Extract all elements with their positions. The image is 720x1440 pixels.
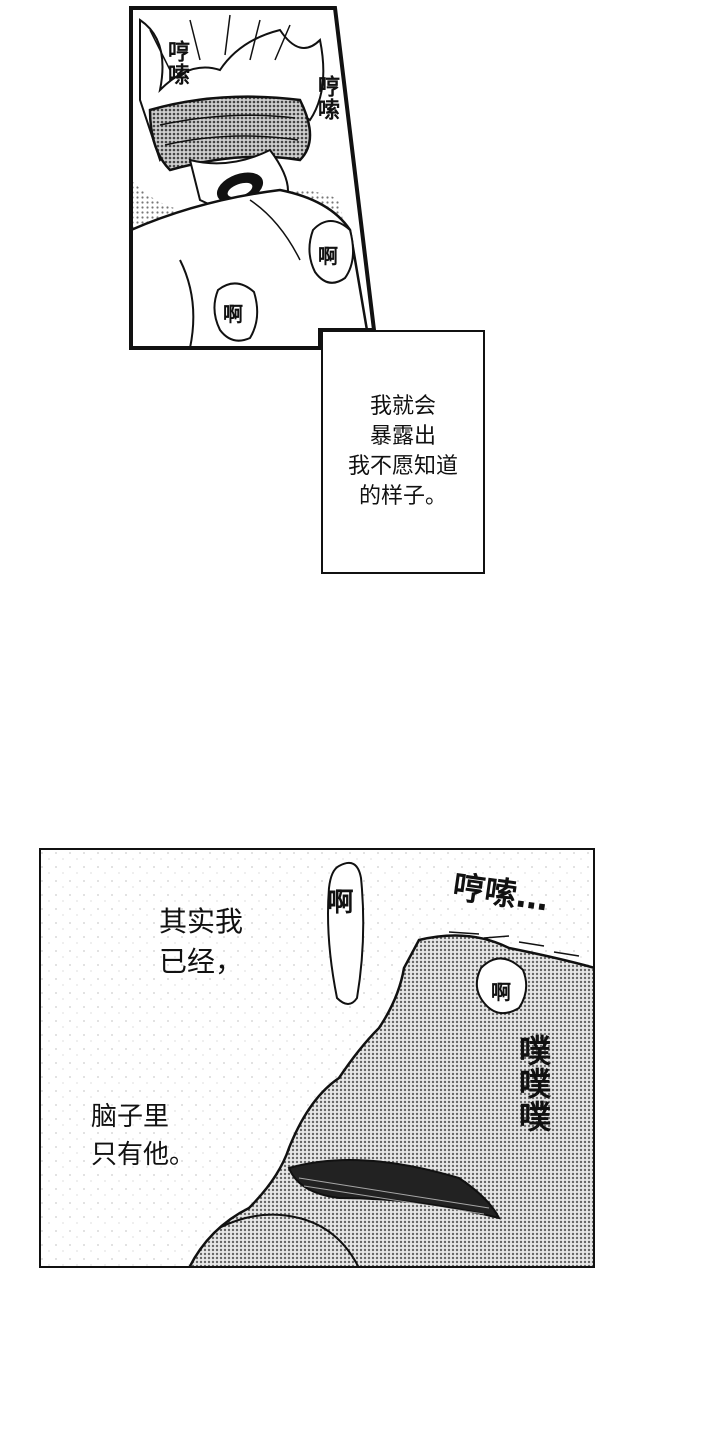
sfx-left: 哼嗦 [164,40,189,86]
sfx-right: 哼嗦 [314,75,339,121]
narration-2: 脑子里 只有他。 [91,1102,196,1170]
narration-box: 我就会 暴露出 我不愿知道 的样子。 [321,330,485,574]
top-panel-art [129,6,377,350]
moan-vertical: 啊 [323,888,353,915]
moan-text-2: 啊 [223,302,243,326]
moan-text-1: 啊 [318,244,338,268]
bottom-panel-art [39,848,595,1268]
sfx-side: 噗噗噗 [514,1034,552,1133]
moan-bubble-text: 啊 [491,980,511,1004]
bottom-panel: 啊 哼嗦… 啊 噗噗噗 其实我 已经， 脑子里 只有他。 [39,848,595,1268]
narration-text: 我就会 暴露出 我不愿知道 的样子。 [347,394,458,509]
narration-1: 其实我 已经， [159,905,244,978]
top-panel: 哼嗦 哼嗦 啊 啊 [0,0,720,360]
